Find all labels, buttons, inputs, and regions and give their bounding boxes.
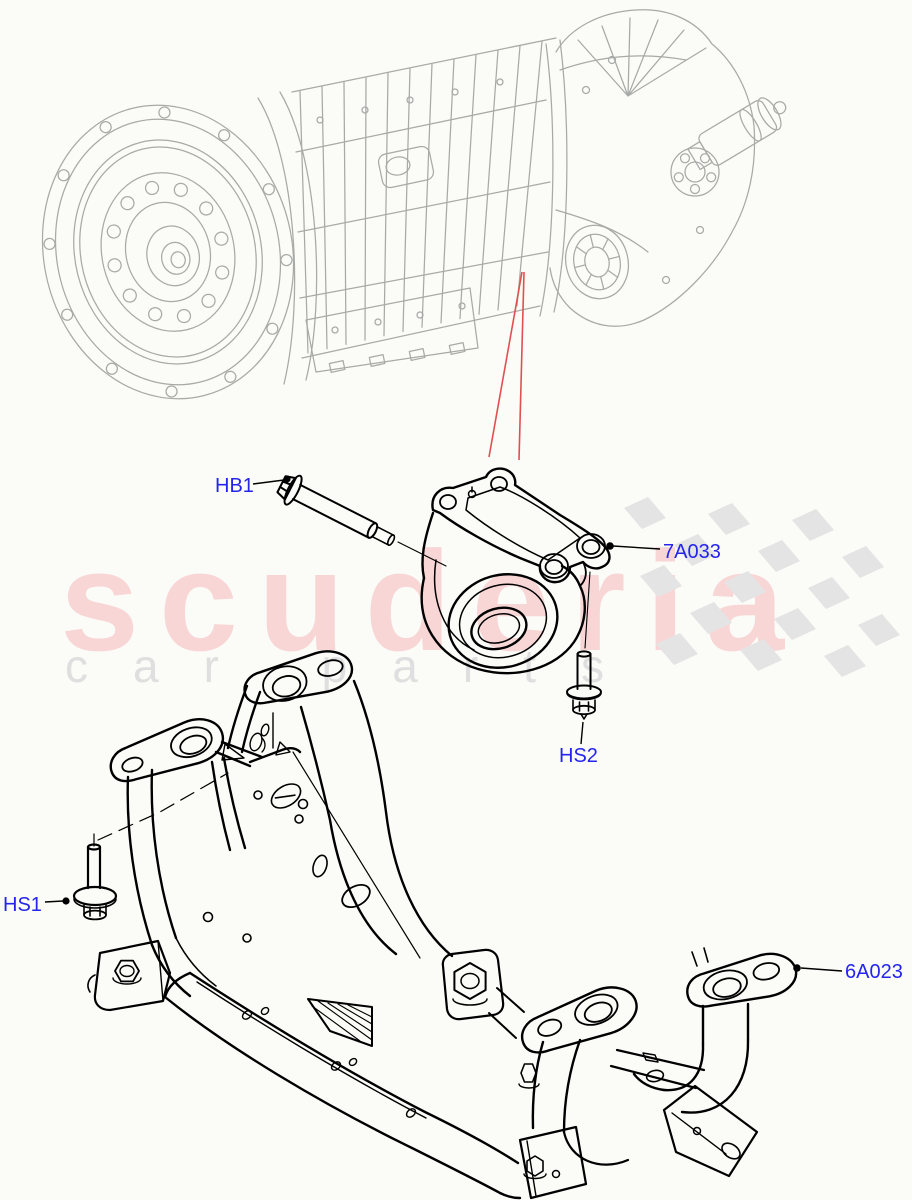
- callout-7a033[interactable]: 7A033: [606, 541, 721, 563]
- transfer-case-drawing: [549, 9, 787, 327]
- flag-diamond: [758, 540, 800, 572]
- flag-diamond: [740, 639, 782, 671]
- part-callouts: HB1 7A033 HS2 HS1 6A023: [3, 475, 903, 983]
- label-6a023[interactable]: 6A023: [845, 961, 903, 983]
- hb1-leader-line: [252, 479, 285, 485]
- flag-diamond: [824, 645, 866, 677]
- 7a033-leader-dot: [606, 542, 614, 550]
- label-hs1[interactable]: HS1: [3, 894, 42, 916]
- red-callout-lines: [488, 271, 525, 461]
- callout-hs1[interactable]: HS1: [3, 894, 70, 916]
- 6a023-leader-line: [800, 967, 843, 972]
- 7a033-leader-line: [612, 545, 661, 550]
- transmission-mount-drawing: [420, 467, 611, 675]
- flag-diamond: [656, 633, 698, 665]
- flag-diamond: [674, 534, 716, 566]
- callout-hb1[interactable]: HB1: [215, 475, 291, 497]
- hs1-insert-dashed-line: [97, 772, 229, 841]
- hs2-insert-line: [584, 571, 591, 649]
- bolt-hs2-drawing: [566, 650, 602, 720]
- transmission-assembly-drawing: [41, 9, 787, 400]
- flag-diamond: [708, 503, 750, 535]
- hs1-leader-line: [44, 900, 64, 903]
- flag-diamond: [640, 565, 682, 597]
- hs2-leader-line: [580, 721, 584, 745]
- torque-converter-drawing: [41, 104, 295, 400]
- flag-diamond: [774, 608, 816, 640]
- checkered-flag-watermark: [624, 497, 900, 677]
- flag-diamond: [842, 546, 884, 578]
- flag-diamond: [858, 614, 900, 646]
- label-hs2[interactable]: HS2: [559, 745, 598, 767]
- bolt-hs1-drawing: [72, 833, 118, 921]
- subframe-crossmember-drawing: [87, 650, 798, 1200]
- flag-diamond: [724, 571, 766, 603]
- label-7a033[interactable]: 7A033: [663, 541, 721, 563]
- flag-diamond: [808, 577, 850, 609]
- callout-hs2[interactable]: HS2: [559, 721, 598, 767]
- flag-diamond: [690, 602, 732, 634]
- label-hb1[interactable]: HB1: [215, 475, 254, 497]
- watermark-tagline-text: car parts: [65, 640, 649, 692]
- hs1-leader-dot: [62, 897, 70, 905]
- watermark: scuderia car parts: [60, 497, 900, 692]
- actuator-motor-drawing: [687, 97, 787, 171]
- bolt-hb1-drawing: [276, 474, 396, 546]
- flag-diamond: [792, 509, 834, 541]
- callout-6a023[interactable]: 6A023: [793, 961, 903, 983]
- hb1-leader-dot: [283, 475, 291, 483]
- 6a023-leader-dot: [793, 964, 801, 972]
- flag-diamond: [624, 497, 666, 529]
